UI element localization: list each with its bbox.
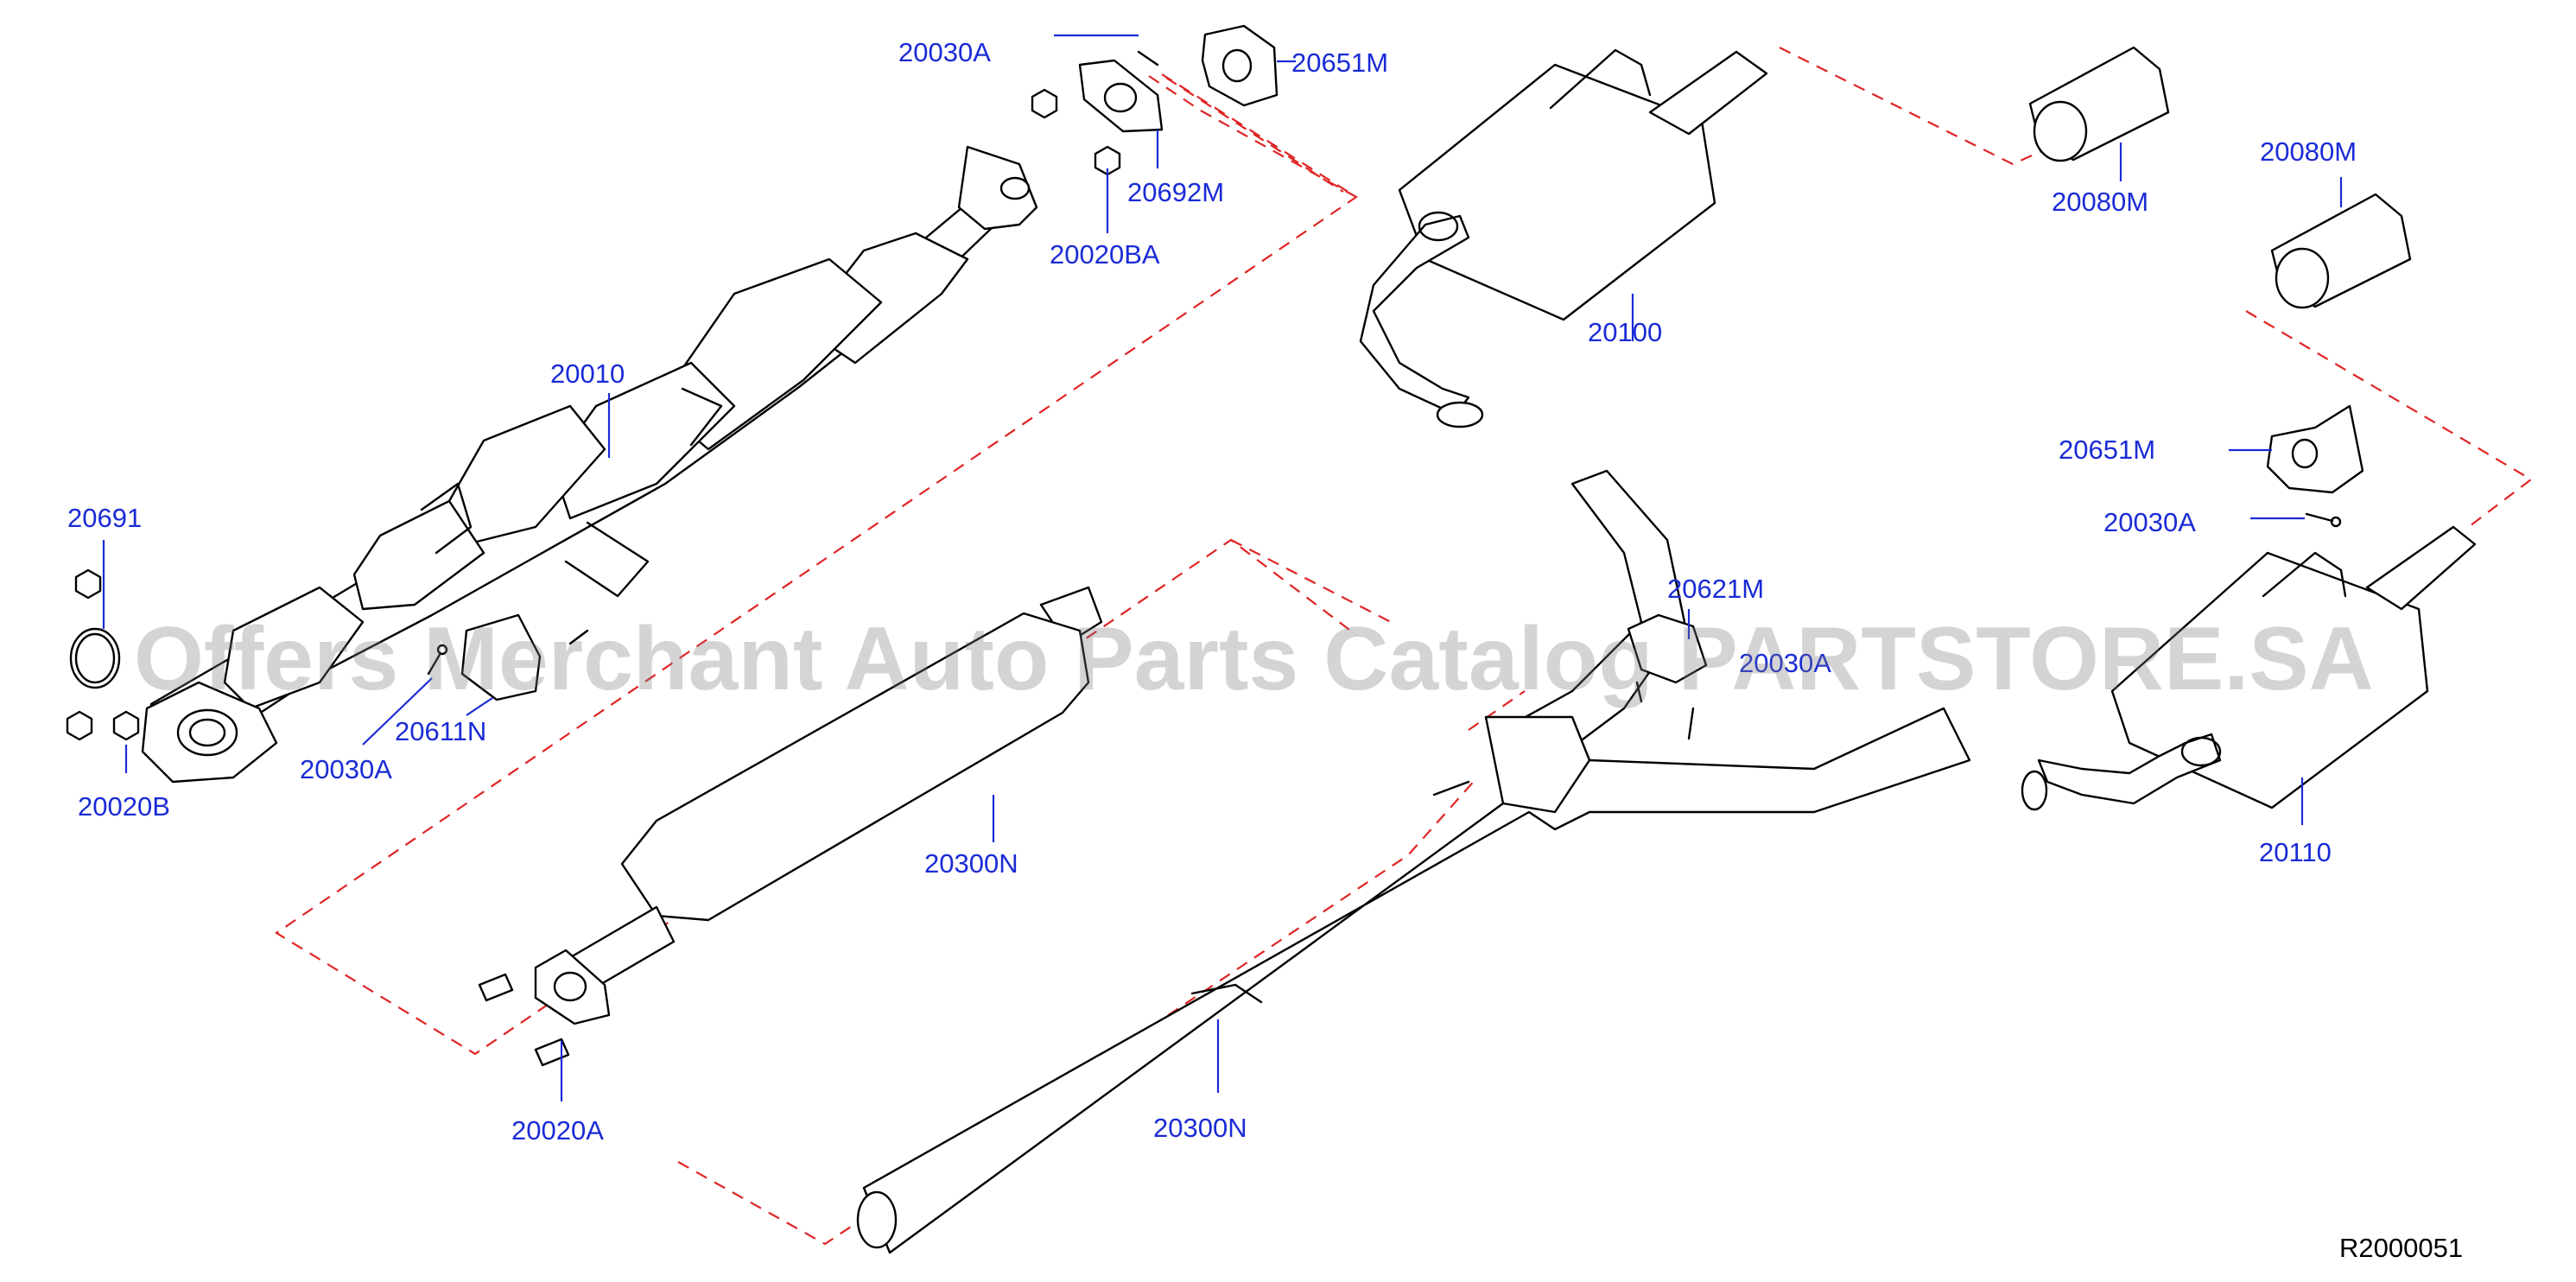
- label-20651M-right[interactable]: 20651M: [2059, 435, 2155, 465]
- leader-lines: [102, 34, 2343, 1101]
- label-20110[interactable]: 20110: [2259, 837, 2332, 867]
- label-20020A[interactable]: 20020A: [511, 1115, 604, 1146]
- label-20080M-a[interactable]: 20080M: [2052, 187, 2148, 217]
- label-20300N-b[interactable]: 20300N: [1153, 1113, 1247, 1143]
- main-muffler-20110: [2021, 525, 2477, 811]
- label-20010[interactable]: 20010: [550, 359, 625, 389]
- label-20030A-right[interactable]: 20030A: [2103, 507, 2196, 537]
- hanger-20621M: [1627, 613, 1708, 740]
- tail-tip-20080M-a: [2028, 46, 2170, 162]
- watermark-text: Offers Merchant Auto Parts Catalog PARTS…: [134, 609, 2374, 709]
- center-muffler-20300N: [478, 586, 1103, 1067]
- label-20651M-top[interactable]: 20651M: [1291, 48, 1388, 78]
- label-20621M[interactable]: 20621M: [1667, 574, 1764, 604]
- label-20611N[interactable]: 20611N: [395, 716, 486, 746]
- reference-code: R2000051: [2339, 1233, 2463, 1263]
- label-20691[interactable]: 20691: [67, 503, 142, 533]
- label-20300N-a[interactable]: 20300N: [924, 848, 1018, 879]
- label-20020BA[interactable]: 20020BA: [1050, 239, 1160, 270]
- label-20080M-b[interactable]: 20080M: [2260, 136, 2357, 167]
- label-20100[interactable]: 20100: [1588, 317, 1662, 347]
- bracket-20611N: [460, 613, 589, 701]
- part-labels: 20030A 20651M 20692M 20020BA 20010 20691…: [67, 37, 2357, 1146]
- y-pipe-20300N: [856, 469, 1971, 1254]
- tail-tip-20080M-b: [2270, 193, 2412, 309]
- label-20030A-top[interactable]: 20030A: [898, 37, 991, 67]
- hanger-20651M-top: [1137, 24, 1278, 107]
- bolt-20030A-left: [427, 644, 448, 676]
- front-pipe-catalyst-20010: [141, 145, 1038, 784]
- label-20030A-left[interactable]: 20030A: [300, 754, 392, 784]
- main-muffler-20100: [1359, 48, 1768, 428]
- bolt-20030A-right: [2305, 512, 2342, 528]
- label-20692M[interactable]: 20692M: [1127, 177, 1224, 207]
- gasket-20691: [69, 627, 121, 689]
- label-20020B[interactable]: 20020B: [78, 791, 170, 822]
- hanger-20651M-right: [2266, 404, 2364, 494]
- gasket-20692M: [1078, 59, 1164, 133]
- label-20030A-mid[interactable]: 20030A: [1739, 648, 1831, 678]
- nut-20020B-group: [66, 568, 140, 741]
- nut-20020BA-group: [1031, 88, 1121, 176]
